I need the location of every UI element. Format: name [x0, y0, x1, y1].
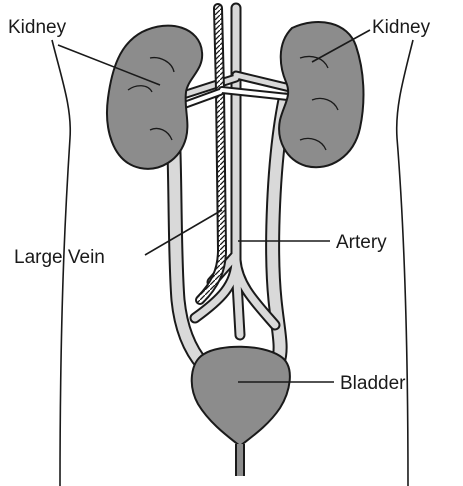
label-bladder: Bladder [340, 373, 406, 394]
bladder [192, 347, 290, 476]
label-artery: Artery [336, 232, 387, 253]
leader-large-vein [145, 210, 222, 255]
label-kidney-left: Kidney [8, 17, 67, 38]
right-kidney [279, 22, 363, 167]
label-large-vein: Large Vein [14, 247, 105, 268]
body-outline-right [397, 40, 413, 486]
label-kidney-right: Kidney [372, 17, 431, 38]
ureters [172, 100, 285, 372]
